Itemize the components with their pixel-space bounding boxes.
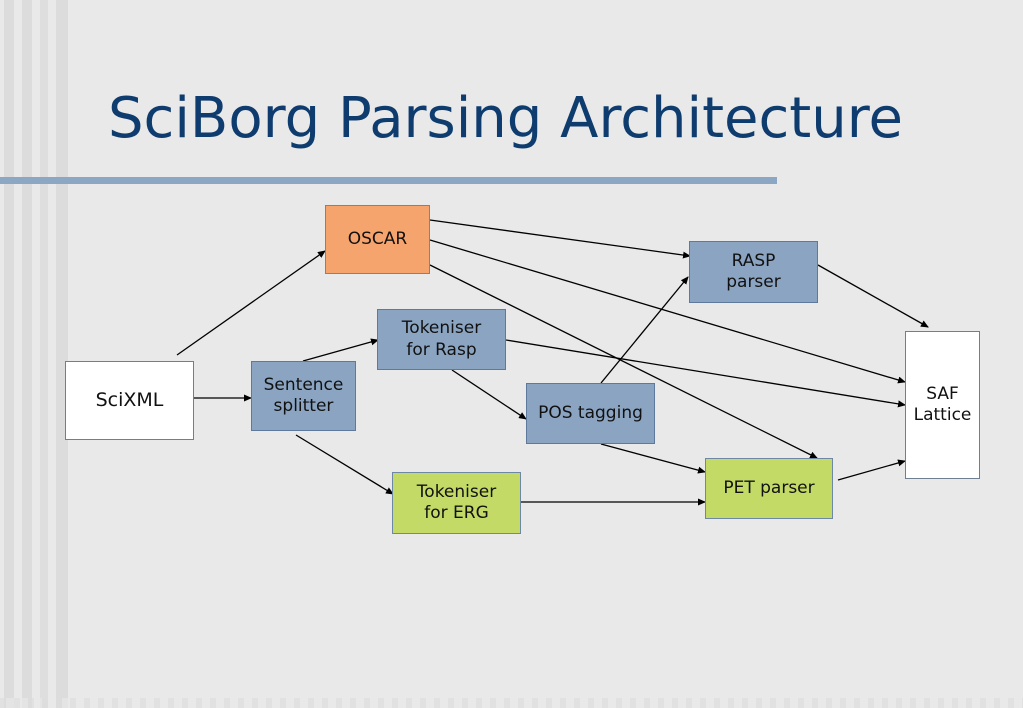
- node-scixml: SciXML: [65, 361, 194, 440]
- edge-rasp-saf: [817, 264, 929, 328]
- edge-pos-pet: [600, 443, 706, 474]
- node-tokeniser-erg-label: Tokeniser for ERG: [416, 481, 497, 523]
- decorative-stripe: [40, 0, 48, 708]
- node-pet-parser-label: PET parser: [723, 477, 815, 498]
- node-saf-lattice: SAF Lattice: [905, 331, 980, 479]
- decorative-stripe: [4, 0, 14, 708]
- node-tokeniser-rasp: Tokeniser for Rasp: [377, 309, 506, 370]
- edge-oscar-pet: [429, 264, 818, 459]
- decorative-bottom-band: [0, 698, 1023, 708]
- node-tokeniser-rasp-label: Tokeniser for Rasp: [401, 318, 482, 360]
- decorative-stripe: [22, 0, 32, 708]
- edge-splitter-tokeniser-rasp: [302, 338, 379, 362]
- node-scixml-label: SciXML: [95, 388, 164, 411]
- edge-pos-rasp: [600, 276, 689, 384]
- slide-title: SciBorg Parsing Architecture: [108, 86, 903, 151]
- node-pos-tagging: POS tagging: [526, 383, 655, 444]
- node-rasp-parser-label: RASP parser: [726, 250, 781, 292]
- edge-pet-saf: [837, 459, 906, 481]
- node-oscar: OSCAR: [325, 205, 430, 274]
- node-tokeniser-erg: Tokeniser for ERG: [392, 472, 521, 534]
- title-underline: [0, 177, 777, 184]
- node-saf-lattice-label: SAF Lattice: [913, 383, 972, 425]
- edge-tokeniser-rasp-pos: [451, 369, 527, 420]
- node-pos-tagging-label: POS tagging: [538, 402, 643, 423]
- edge-scixml-oscar: [176, 250, 326, 356]
- node-sentence-splitter-label: Sentence splitter: [263, 374, 344, 416]
- edge-oscar-saf: [429, 239, 906, 384]
- node-oscar-label: OSCAR: [347, 228, 408, 249]
- edge-splitter-tokeniser-erg: [295, 434, 394, 495]
- node-sentence-splitter: Sentence splitter: [251, 361, 356, 431]
- edge-tokeniser-rasp-saf: [505, 339, 906, 408]
- edge-oscar-rasp: [429, 219, 691, 259]
- node-rasp-parser: RASP parser: [689, 241, 818, 303]
- node-pet-parser: PET parser: [705, 458, 833, 519]
